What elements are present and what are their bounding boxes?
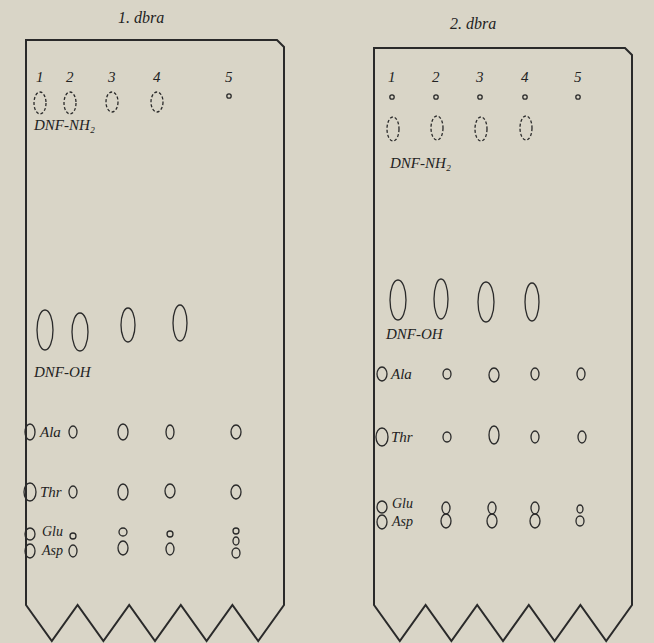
lane-number: 3 [108,70,116,85]
amino-acid-label: Ala [391,367,412,382]
spot [118,424,128,440]
spot [69,426,77,438]
spot [520,116,532,140]
spot [377,367,387,381]
spot [442,502,450,514]
spot [118,484,128,500]
spot [578,431,586,443]
spot-label: DNF-NH₂ [390,156,451,171]
spot [166,425,174,439]
spot [72,313,88,351]
spot [523,95,527,99]
spot [489,426,499,444]
spot [443,432,451,442]
spot [69,545,77,557]
spot [37,310,53,350]
spot [577,368,585,380]
spot [70,533,76,539]
spot [434,279,448,319]
spot [119,528,127,536]
spot [478,95,482,99]
spot [531,502,539,514]
spot [106,92,118,112]
spot [576,95,580,99]
spot [377,501,387,513]
spot [390,95,394,99]
spot [478,282,494,322]
spot [577,505,583,513]
spot [525,283,539,321]
spot [165,484,175,498]
lane-number: 1 [36,70,44,85]
spot [376,428,388,446]
spot [227,94,231,98]
spot [441,514,451,528]
spot [231,485,241,499]
lane-number: 5 [574,70,582,85]
spot [387,117,399,141]
spot [530,514,540,528]
amino-acid-label: Glu [392,497,413,511]
spot [173,305,187,341]
lane-number: 5 [225,70,233,85]
spot [233,537,239,545]
spot [434,95,438,99]
chromatogram-sheet: 2. dbra [372,6,636,643]
lane-number: 4 [521,70,529,85]
spot [232,548,240,558]
lane-number: 2 [66,70,74,85]
spot-label: DNF-NH₂ [34,118,95,133]
spot [576,516,584,526]
spot [34,92,46,114]
spot [233,528,239,534]
spot [431,116,443,140]
spot [443,369,451,379]
spot [488,502,496,514]
spot [475,117,487,141]
spot [390,280,406,320]
amino-acid-label: Asp [42,544,63,558]
amino-acid-label: Thr [391,430,413,445]
spot [489,368,499,382]
spot [121,308,135,342]
figure-heading: 2. dbra [450,16,496,32]
amino-acid-label: Thr [40,485,62,500]
lane-number: 1 [388,70,396,85]
spot [167,531,173,537]
spot-label: DNF-OH [34,365,91,380]
figure-heading: 1. dbra [118,10,164,26]
spot [377,515,387,529]
spot [531,368,539,380]
amino-acid-label: Asp [392,515,413,529]
lane-number: 3 [476,70,484,85]
spot [531,431,539,443]
spot [118,541,128,555]
amino-acid-label: Ala [40,425,61,440]
spot [231,425,241,439]
spot [69,486,77,498]
spot [487,514,497,528]
spot [64,92,76,114]
spot-label: DNF-OH [386,327,443,342]
spot [151,92,163,112]
amino-acid-label: Glu [42,525,63,539]
lane-number: 2 [432,70,440,85]
spot [166,543,174,555]
chromatogram-sheet: 1. dbra [24,2,288,643]
lane-number: 4 [153,70,161,85]
sheet-outline [24,2,288,643]
sheet-outline [372,6,636,643]
